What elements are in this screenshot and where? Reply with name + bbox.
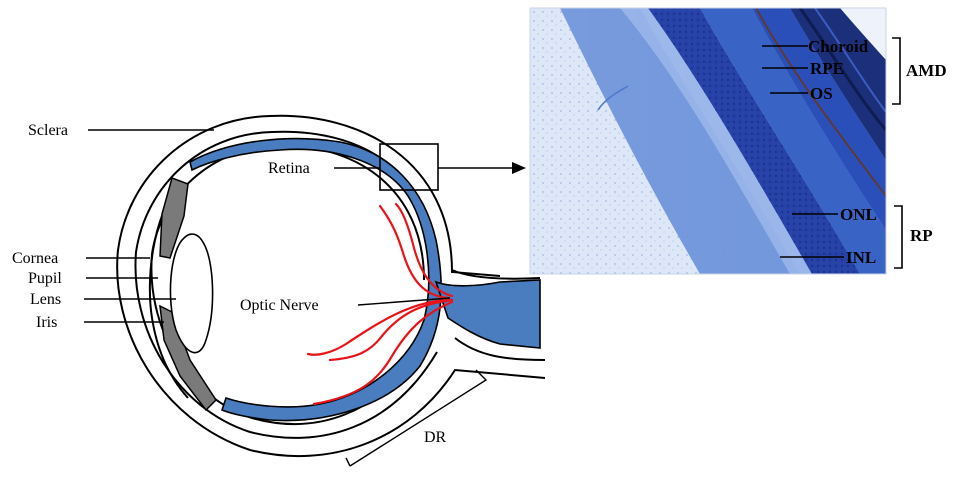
onl-label: ONL [840, 205, 877, 224]
sclera-label: Sclera [28, 122, 68, 139]
pupil-label: Pupil [28, 270, 62, 287]
amd-label: AMD [906, 61, 947, 80]
optic-nerve-label: Optic Nerve [240, 297, 319, 314]
optic-nerve [436, 280, 540, 348]
amd-bracket [892, 38, 900, 104]
os-label: OS [810, 84, 833, 103]
optic-nerve-sheath-top [452, 270, 540, 279]
retina-label: Retina [268, 160, 310, 177]
rpe-label: RPE [810, 59, 844, 78]
lens-label: Lens [30, 291, 61, 308]
retina-layer [190, 139, 441, 421]
cornea-label: Cornea [12, 250, 58, 267]
rp-bracket [894, 206, 902, 268]
iris-label: Iris [36, 314, 57, 331]
choroid-label: Choroid [808, 37, 869, 56]
rp-label: RP [910, 226, 933, 245]
dr-label: DR [424, 429, 447, 446]
inl-label: INL [846, 248, 876, 267]
zoom-arrow-head [512, 162, 526, 174]
